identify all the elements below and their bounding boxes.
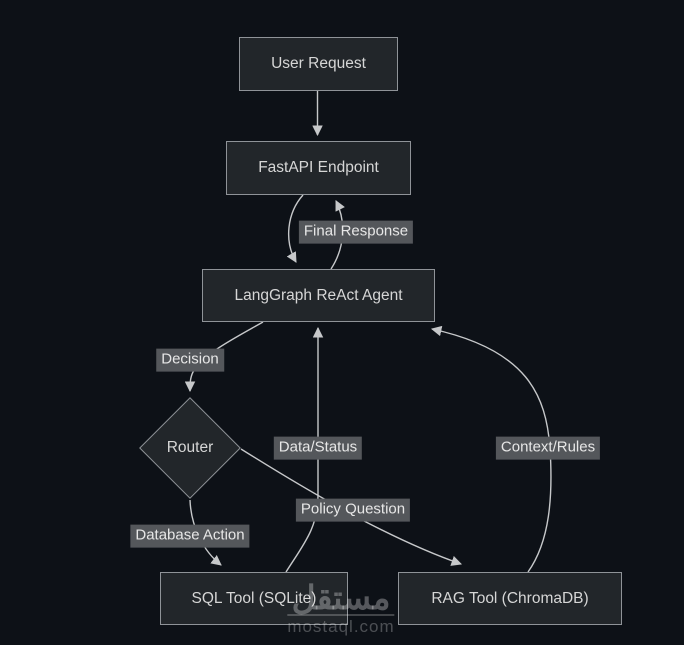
node-sql-tool-label: SQL Tool (SQLite)	[191, 589, 317, 607]
node-langgraph-react-agent: LangGraph ReAct Agent	[202, 269, 435, 322]
edge-fastapi-to-agent	[286, 194, 304, 263]
node-fastapi-endpoint-label: FastAPI Endpoint	[258, 159, 379, 176]
node-sql-tool: SQL Tool (SQLite)	[160, 572, 348, 625]
edge-label-policy-question: Policy Question	[295, 498, 411, 522]
edge-sql-to-agent-data-status	[285, 326, 324, 573]
node-fastapi-endpoint: FastAPI Endpoint	[226, 141, 411, 195]
edge-label-context-rules: Context/Rules	[495, 436, 601, 460]
edge-label-decision: Decision	[156, 348, 224, 372]
node-user-request: User Request	[239, 37, 398, 91]
edge-label-data-status: Data/Status	[273, 436, 363, 460]
edge-agent-to-router-decision	[184, 321, 264, 393]
node-langgraph-react-agent-label: LangGraph ReAct Agent	[234, 286, 403, 304]
node-rag-tool: RAG Tool (ChromaDB)	[398, 572, 622, 625]
edge-label-database-action: Database Action	[130, 524, 250, 548]
node-router-label: Router	[166, 439, 214, 456]
node-rag-tool-label: RAG Tool (ChromaDB)	[431, 589, 589, 607]
node-user-request-label: User Request	[271, 55, 366, 72]
edge-label-final-response: Final Response	[298, 220, 414, 244]
edge-router-to-rag-policy-question	[240, 448, 462, 566]
